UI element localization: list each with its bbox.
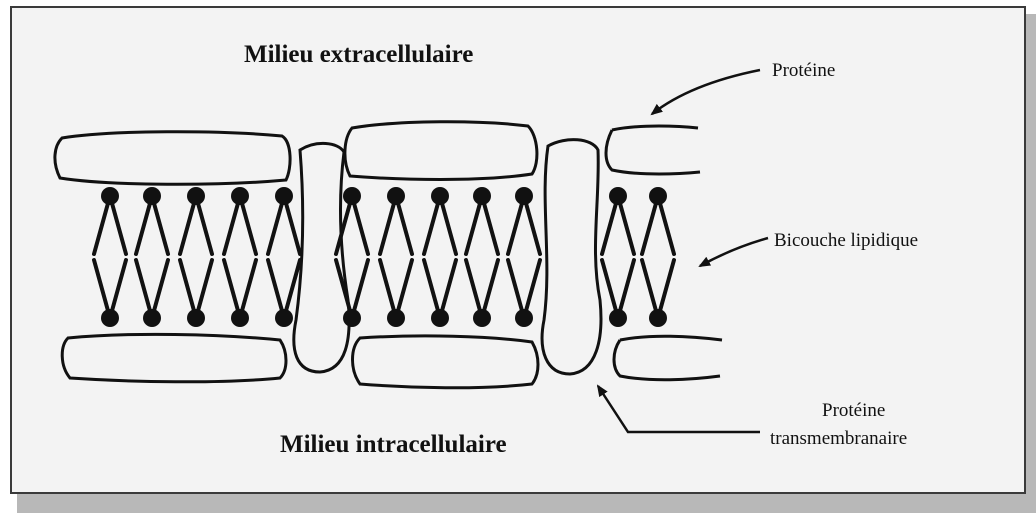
lipid-head	[231, 309, 249, 327]
lipid-tail	[94, 196, 110, 254]
lipid-tail	[508, 260, 524, 318]
lipid-tail	[424, 260, 440, 318]
lipid-head	[101, 309, 119, 327]
lipid-tail	[466, 260, 482, 318]
lipid-tail	[508, 196, 524, 254]
lipid-tail	[224, 260, 240, 318]
lipid-tail	[180, 260, 196, 318]
lipid-tail	[396, 260, 412, 318]
lipid-head	[609, 309, 627, 327]
lipid-tail	[152, 196, 168, 254]
lipid-head	[515, 309, 533, 327]
lipid-tail	[440, 260, 456, 318]
lipid-tail	[658, 260, 674, 318]
lipid-tail	[482, 260, 498, 318]
protein-shape	[353, 336, 539, 388]
peripheral-proteins-top	[55, 122, 700, 185]
lipid-tail	[524, 196, 540, 254]
lipid-head	[275, 187, 293, 205]
lipid-tail	[152, 260, 168, 318]
lipid-head	[101, 187, 119, 205]
lipid-tail	[196, 260, 212, 318]
lipid-head	[431, 309, 449, 327]
lipid-tail	[602, 196, 618, 254]
lipid-tail	[642, 196, 658, 254]
protein-shape	[606, 126, 700, 174]
intracellular-label: Milieu intracellulaire	[280, 431, 507, 458]
lipid-tail	[180, 196, 196, 254]
protein-label: Protéine	[772, 60, 835, 81]
lipid-tail	[268, 260, 284, 318]
protein-shape	[614, 336, 722, 380]
protein-shape	[55, 132, 290, 185]
lipid-tail	[618, 260, 634, 318]
lipid-tail	[110, 260, 126, 318]
lipid-head	[649, 187, 667, 205]
lipid-tail	[524, 260, 540, 318]
lipid-head	[387, 309, 405, 327]
protein-shape	[62, 334, 286, 381]
lipid-tail	[424, 196, 440, 254]
lipid-tail	[380, 196, 396, 254]
bilayer-label: Bicouche lipidique	[774, 230, 918, 251]
transmembrane-protein-shape	[542, 140, 601, 374]
lipid-tail	[336, 196, 352, 254]
lipid-tail	[352, 260, 368, 318]
lipid-tail	[110, 196, 126, 254]
lipid-head	[473, 187, 491, 205]
lipid-head	[187, 187, 205, 205]
lipid-tail	[240, 260, 256, 318]
lipid-tail	[380, 260, 396, 318]
lipid-tail	[642, 260, 658, 318]
bilayer-arrow	[700, 238, 768, 266]
lipid-head	[143, 187, 161, 205]
lipid-tail	[224, 196, 240, 254]
lipid-tail	[284, 196, 300, 254]
lipid-tail	[136, 260, 152, 318]
lipid-tail	[466, 196, 482, 254]
lipid-head	[387, 187, 405, 205]
lipid-head	[609, 187, 627, 205]
lipid-tail	[440, 196, 456, 254]
transmembrane-label-line2: transmembranaire	[770, 428, 907, 449]
protein-shape	[345, 122, 537, 180]
lipid-tail	[482, 196, 498, 254]
lipid-head	[473, 309, 491, 327]
transmembrane-arrow	[598, 386, 760, 432]
lipid-head	[231, 187, 249, 205]
transmembrane-label-line1: Protéine	[822, 400, 885, 421]
transmembrane-protein-shape	[294, 143, 349, 372]
lipid-tail	[268, 196, 284, 254]
lipid-tail	[94, 260, 110, 318]
lipid-tail	[352, 196, 368, 254]
lipid-tail	[240, 196, 256, 254]
extracellular-label: Milieu extracellulaire	[244, 41, 473, 68]
lipid-tail	[396, 196, 412, 254]
lipid-tail	[196, 196, 212, 254]
lipid-head	[343, 309, 361, 327]
transmembrane-proteins	[294, 140, 601, 374]
lipid-head	[187, 309, 205, 327]
lipid-head	[275, 309, 293, 327]
protein-arrow	[652, 70, 760, 114]
lipid-tail	[658, 196, 674, 254]
lipid-tail	[136, 196, 152, 254]
lipid-head	[515, 187, 533, 205]
lipid-head	[143, 309, 161, 327]
lipid-tail	[602, 260, 618, 318]
lipid-tail	[618, 196, 634, 254]
lipid-bilayer-molecules	[94, 187, 674, 327]
peripheral-proteins-bottom	[62, 334, 722, 387]
lipid-head	[431, 187, 449, 205]
lipid-head	[649, 309, 667, 327]
lipid-head	[343, 187, 361, 205]
